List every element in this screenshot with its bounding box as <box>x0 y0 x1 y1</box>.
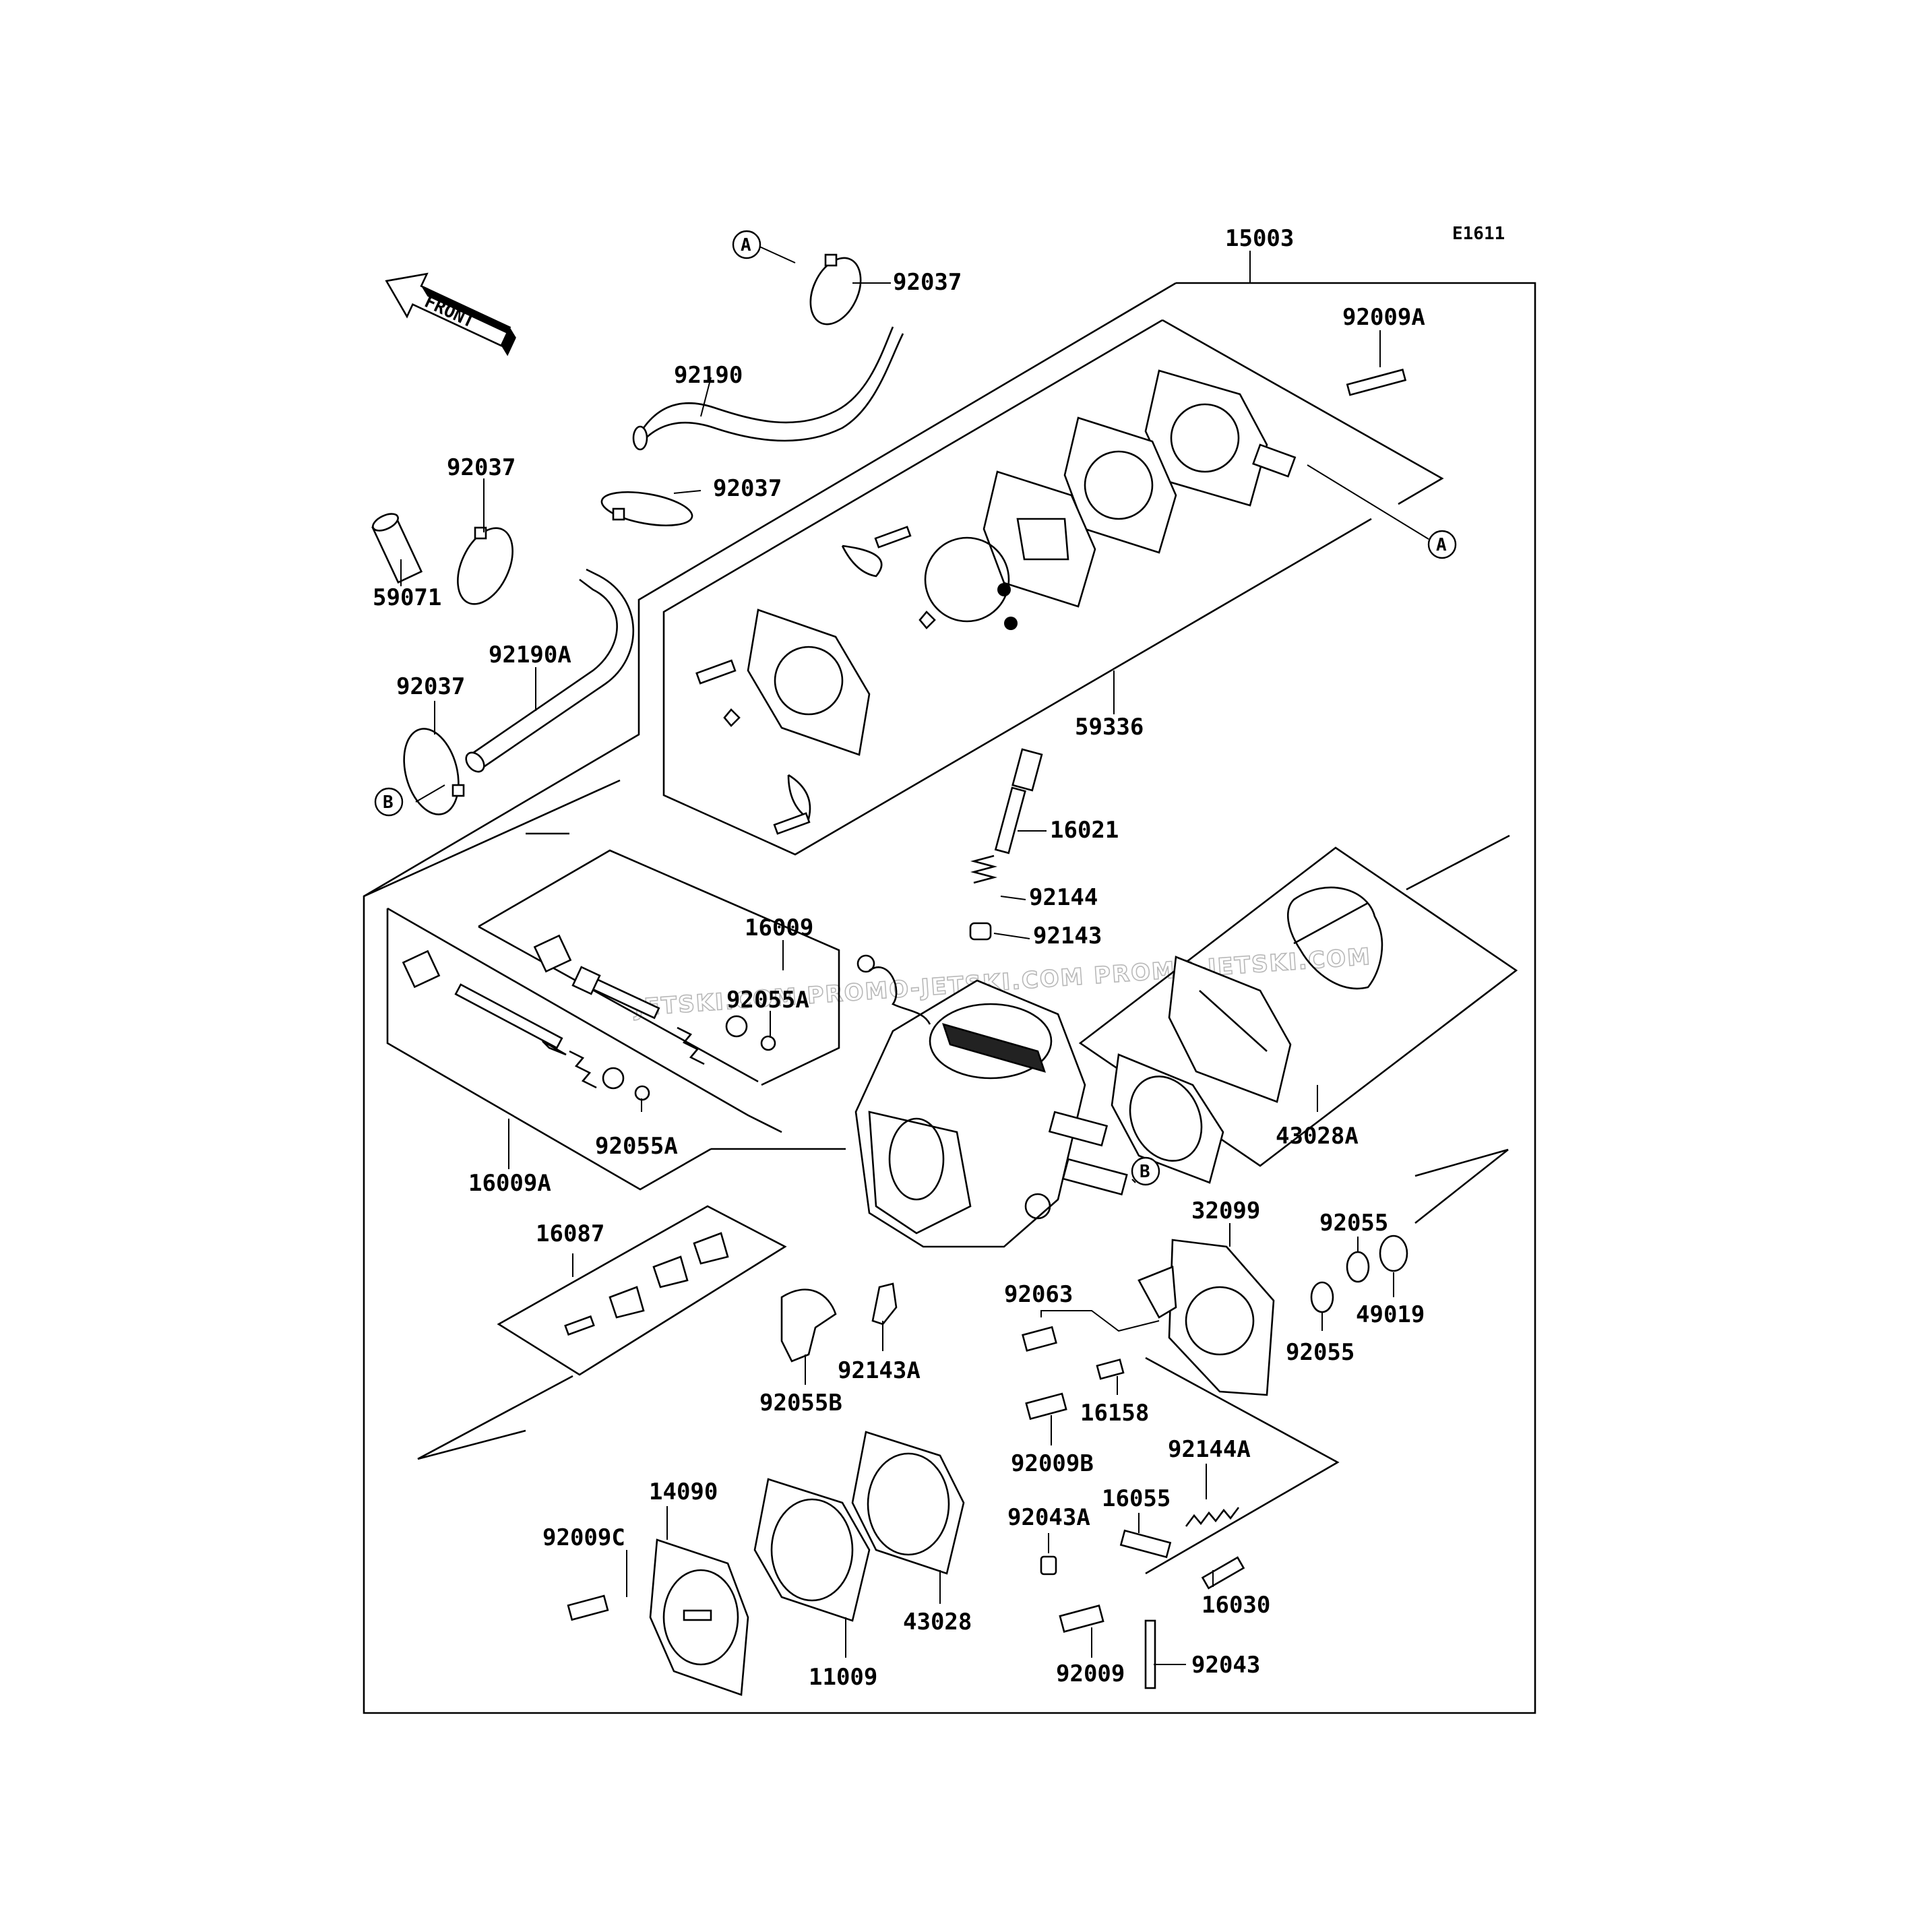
label-92144: 92144 <box>1029 884 1098 911</box>
label-92009C: 92009C <box>542 1524 625 1551</box>
label-16021: 16021 <box>1050 817 1119 844</box>
callout-b-right: B <box>1131 1156 1160 1186</box>
needle-16021 <box>994 748 1043 854</box>
clamp-92037-low <box>403 728 465 815</box>
callout-a-top: A <box>732 230 761 259</box>
needle-16030 <box>1201 1556 1245 1590</box>
label-92055A-upper: 92055A <box>726 987 809 1014</box>
pin-92043 <box>1144 1619 1156 1689</box>
label-92043A: 92043A <box>1007 1504 1090 1531</box>
jet-16009A <box>402 949 650 1101</box>
seat-92043A <box>1040 1555 1057 1576</box>
svg-text:B: B <box>1140 1162 1150 1182</box>
clamp-92037-mid <box>600 491 693 526</box>
hose-92190 <box>632 326 904 451</box>
label-92009A: 92009A <box>1342 304 1425 331</box>
screw-92063 <box>1022 1326 1057 1352</box>
callout-b-left: B <box>374 787 404 817</box>
label-49019: 49019 <box>1356 1301 1425 1328</box>
bracket-92143A <box>871 1282 898 1326</box>
label-92190A: 92190A <box>489 642 571 668</box>
front-label: FRONT <box>421 292 478 332</box>
label-32099: 32099 <box>1191 1197 1260 1224</box>
clip-16055 <box>1119 1529 1172 1559</box>
label-16158: 16158 <box>1080 1400 1149 1427</box>
fitting-59071 <box>371 513 423 584</box>
front-arrow: FRONT <box>385 272 516 356</box>
label-92190: 92190 <box>674 362 743 389</box>
svg-text:A: A <box>741 235 751 255</box>
label-92144A: 92144A <box>1168 1436 1251 1463</box>
label-92037-left: 92037 <box>447 454 516 481</box>
label-92063: 92063 <box>1004 1281 1073 1308</box>
spring-16009 <box>677 1026 705 1065</box>
label-92037-top: 92037 <box>893 269 962 296</box>
label-92143: 92143 <box>1033 923 1102 949</box>
gaskets-43028A <box>1111 886 1383 1184</box>
label-16009A: 16009A <box>468 1170 551 1197</box>
screw-16158 <box>1096 1359 1125 1380</box>
bottom-cover-14090 <box>649 1538 749 1696</box>
label-11009: 11009 <box>809 1664 877 1691</box>
callout-a-right: A <box>1427 530 1457 559</box>
svg-text:A: A <box>1436 535 1447 555</box>
diagram-code: E1611 <box>1452 224 1505 244</box>
carburetor-body <box>854 954 1128 1248</box>
gasket-11009 <box>753 1478 871 1622</box>
label-16087: 16087 <box>536 1220 604 1247</box>
label-16055: 16055 <box>1102 1485 1171 1512</box>
cover-32099 <box>1138 1239 1275 1396</box>
label-14090: 14090 <box>649 1478 718 1505</box>
jet-16009 <box>533 934 776 1065</box>
label-92143A: 92143A <box>838 1357 921 1384</box>
part-92143 <box>969 922 992 941</box>
fuel-pump-assembly <box>695 369 1407 835</box>
label-59336: 59336 <box>1075 714 1144 741</box>
plates-16087 <box>564 1232 729 1336</box>
label-92037-mid: 92037 <box>713 475 782 502</box>
label-92009B: 92009B <box>1011 1450 1094 1477</box>
hose-92190A <box>465 568 635 773</box>
label-15003: 15003 <box>1225 225 1294 252</box>
svg-text:B: B <box>383 792 394 813</box>
label-59071: 59071 <box>373 584 441 611</box>
label-92043: 92043 <box>1191 1652 1260 1679</box>
oring-92055-top <box>1346 1251 1370 1283</box>
label-92037-low: 92037 <box>396 673 465 700</box>
oring-92055-low <box>1310 1281 1334 1313</box>
label-16030: 16030 <box>1202 1592 1270 1619</box>
cover-92055B <box>780 1288 837 1363</box>
leader-lines <box>400 245 1429 1665</box>
part-labels: 15003 92037 92009A 92190 92037 92037 590… <box>373 225 1425 1691</box>
spring-92144A <box>1185 1507 1240 1527</box>
label-92055A-lower: 92055A <box>595 1133 678 1160</box>
screw-92009 <box>1059 1604 1104 1633</box>
clamp-92037-left <box>457 526 513 605</box>
cap-49019 <box>1379 1235 1408 1272</box>
screw-92009C <box>567 1594 609 1621</box>
label-92055-low: 92055 <box>1286 1339 1354 1366</box>
spring-16009A <box>569 1050 597 1089</box>
screw-92009B <box>1025 1392 1067 1421</box>
assembly-outline <box>363 282 1536 1714</box>
label-16009: 16009 <box>745 914 813 941</box>
spring-92144 <box>970 854 998 884</box>
label-43028: 43028 <box>903 1609 972 1635</box>
label-92055B: 92055B <box>759 1390 842 1416</box>
diaphragm-43028 <box>851 1431 965 1575</box>
label-92009: 92009 <box>1056 1660 1125 1687</box>
clamp-92037-top <box>809 253 862 325</box>
label-92055-top: 92055 <box>1319 1210 1388 1237</box>
label-43028A: 43028A <box>1276 1123 1359 1150</box>
